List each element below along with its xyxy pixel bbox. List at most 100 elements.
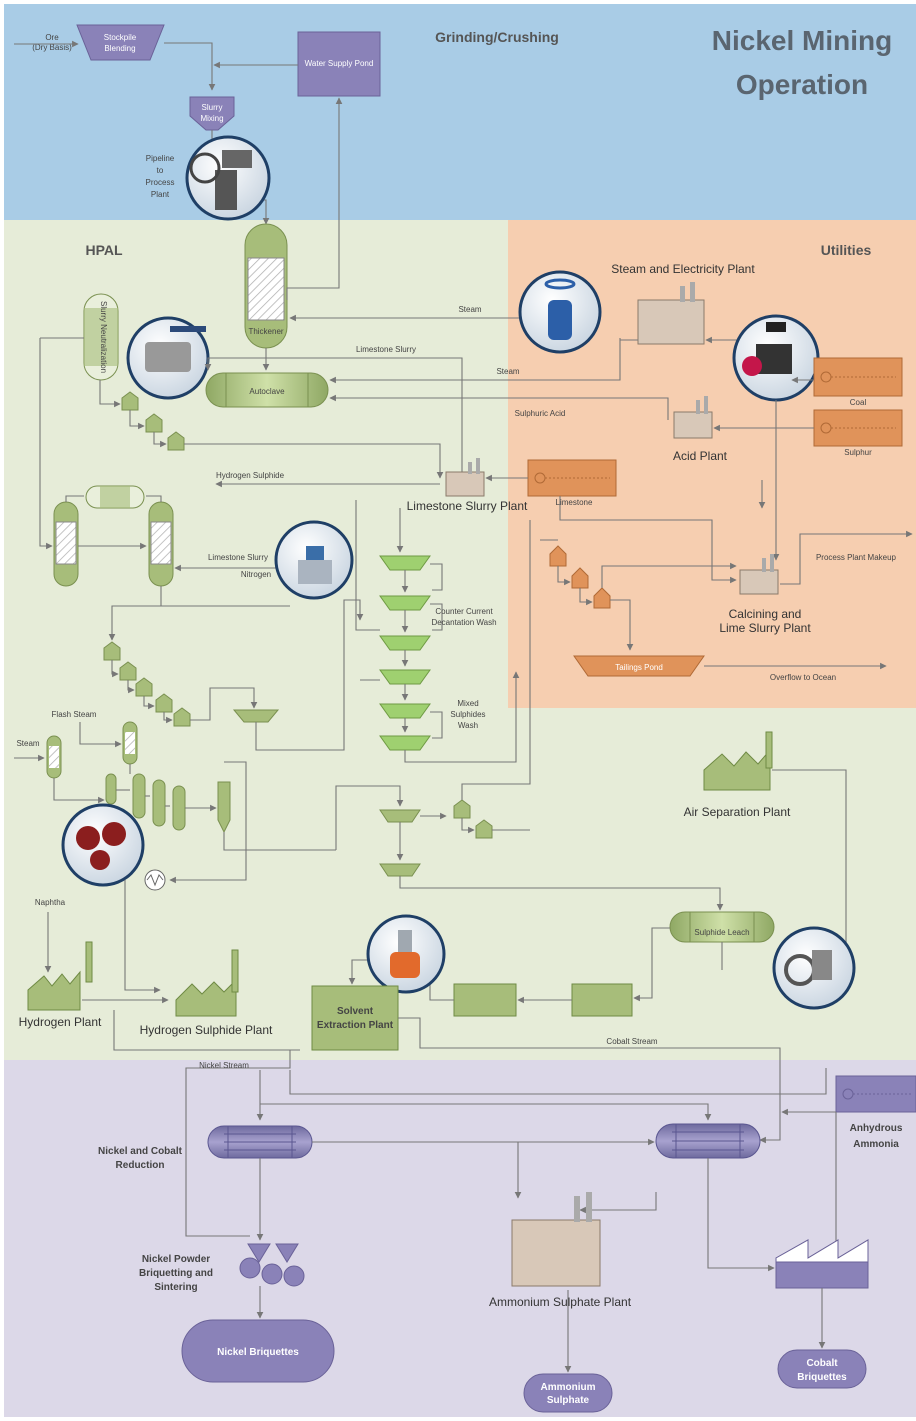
limestone-slurry-plant-icon <box>445 458 485 497</box>
precipitation-cascade <box>103 641 191 727</box>
svg-text:Tailings Pond: Tailings Pond <box>615 663 663 672</box>
section-hpal: HPAL <box>85 242 123 258</box>
svg-text:Nickel and Cobalt: Nickel and Cobalt <box>98 1146 183 1157</box>
svg-text:Flash Steam: Flash Steam <box>52 710 97 719</box>
neutralization-cascade <box>121 391 185 451</box>
solvent-extraction-plant <box>311 985 399 1051</box>
svg-text:Briquetting and: Briquetting and <box>139 1268 213 1279</box>
refining-zone <box>4 1060 916 1417</box>
svg-text:Hydrogen Plant: Hydrogen Plant <box>19 1015 102 1029</box>
section-grinding: Grinding/Crushing <box>435 29 559 45</box>
air-separation-plant-icon <box>703 731 773 791</box>
svg-text:Hydrogen Sulphide: Hydrogen Sulphide <box>216 471 285 480</box>
svg-text:to: to <box>157 166 164 175</box>
globe-valve-icon <box>518 270 602 354</box>
section-utilities: Utilities <box>821 242 872 258</box>
svg-text:Briquettes: Briquettes <box>797 1372 847 1383</box>
svg-text:Extraction Plant: Extraction Plant <box>317 1020 394 1031</box>
mixer-settlers <box>453 983 633 1017</box>
svg-text:Coal: Coal <box>850 398 867 407</box>
svg-text:Sintering: Sintering <box>154 1282 197 1293</box>
nickel-cobalt-reduction-exchanger <box>207 1125 313 1159</box>
svg-text:Counter Current: Counter Current <box>435 607 493 616</box>
svg-text:Cobalt Stream: Cobalt Stream <box>606 1037 657 1046</box>
svg-text:Steam: Steam <box>16 739 39 748</box>
ore-sub-label: (Dry Basis) <box>32 43 72 52</box>
svg-text:Solvent: Solvent <box>337 1006 374 1017</box>
svg-text:Sulphuric Acid: Sulphuric Acid <box>515 409 566 418</box>
ammonium-sulphate-product <box>523 1373 613 1413</box>
svg-text:Overflow to Ocean: Overflow to Ocean <box>770 673 836 682</box>
sulphide-leach-vessel: Sulphide Leach <box>669 911 775 943</box>
limestone-cascade <box>549 545 611 609</box>
ore-label: Ore <box>45 33 59 42</box>
svg-text:Calcining and: Calcining and <box>729 607 802 621</box>
svg-text:Ammonium Sulphate Plant: Ammonium Sulphate Plant <box>489 1295 632 1309</box>
reactor-pair <box>53 485 174 587</box>
sx-valve-icon <box>366 914 446 994</box>
tailings-pond <box>573 655 705 677</box>
svg-text:Ammonia: Ammonia <box>853 1139 899 1150</box>
slurry-neutralization-tank: Slurry Neutralization <box>83 293 119 381</box>
svg-text:Nickel Stream: Nickel Stream <box>199 1061 249 1070</box>
steam-electricity-label: Steam and Electricity Plant <box>611 262 755 276</box>
slurry-mixing-hopper <box>189 96 235 131</box>
cobalt-reduction-exchanger <box>655 1123 761 1159</box>
main-title-line2: Operation <box>736 69 868 100</box>
svg-text:Limestone Slurry: Limestone Slurry <box>208 553 268 562</box>
ammonium-sulphate-plant-icon <box>511 1192 601 1287</box>
svg-text:Sulphate: Sulphate <box>547 1395 590 1406</box>
steam-electricity-plant-icon <box>637 282 705 345</box>
hydrogen-plant-icon <box>27 941 93 1011</box>
svg-text:Mixed: Mixed <box>457 699 478 708</box>
svg-text:Nickel Powder: Nickel Powder <box>142 1254 210 1265</box>
svg-text:Naphtha: Naphtha <box>35 898 66 907</box>
anhydrous-ammonia-tank <box>835 1075 916 1113</box>
svg-text:Water Supply Pond: Water Supply Pond <box>305 59 374 68</box>
svg-text:Decantation Wash: Decantation Wash <box>431 618 496 627</box>
svg-text:Slurry: Slurry <box>202 103 223 112</box>
svg-text:Limestone: Limestone <box>556 498 593 507</box>
svg-text:Process: Process <box>146 178 175 187</box>
cobalt-briquettes <box>777 1349 867 1389</box>
svg-text:Sulphide Leach: Sulphide Leach <box>694 928 749 937</box>
water-supply-pond <box>297 31 381 97</box>
stockpile-blending <box>76 24 165 61</box>
svg-text:Steam: Steam <box>458 305 481 314</box>
svg-text:Slurry Neutralization: Slurry Neutralization <box>99 301 108 373</box>
svg-text:Plant: Plant <box>151 190 170 199</box>
small-thickener <box>232 709 280 723</box>
control-valve-icon <box>772 926 856 1010</box>
svg-text:Process Plant Makeup: Process Plant Makeup <box>816 553 897 562</box>
svg-text:Autoclave: Autoclave <box>249 387 285 396</box>
ball-valve-icon <box>126 316 210 400</box>
svg-text:Air Separation Plant: Air Separation Plant <box>684 805 791 819</box>
gate-valve-icon <box>185 135 271 221</box>
svg-text:Anhydrous: Anhydrous <box>850 1123 903 1134</box>
svg-text:Nickel Briquettes: Nickel Briquettes <box>217 1347 299 1358</box>
svg-text:Sulphides: Sulphides <box>450 710 485 719</box>
svg-text:Nitrogen: Nitrogen <box>241 570 271 579</box>
svg-text:Cobalt: Cobalt <box>806 1358 838 1369</box>
mixed-sulphide-thickeners <box>379 799 493 877</box>
svg-text:Mixing: Mixing <box>200 114 223 123</box>
svg-text:Limestone Slurry: Limestone Slurry <box>356 345 416 354</box>
autoclave: Autoclave <box>205 372 329 408</box>
cobalt-factory-icon <box>775 1239 869 1289</box>
svg-text:Ammonium: Ammonium <box>541 1382 596 1393</box>
svg-text:Reduction: Reduction <box>116 1160 165 1171</box>
heat-exchanger-icon <box>144 869 166 891</box>
svg-text:Hydrogen Sulphide Plant: Hydrogen Sulphide Plant <box>140 1023 273 1037</box>
svg-text:Lime Slurry Plant: Lime Slurry Plant <box>719 621 811 635</box>
acid-plant-icon <box>673 396 713 439</box>
svg-text:Thickener: Thickener <box>248 327 283 336</box>
svg-text:Wash: Wash <box>458 721 478 730</box>
svg-text:Blending: Blending <box>104 44 135 53</box>
calcining-plant-icon <box>739 554 779 595</box>
ccd-wash-thickeners <box>379 555 431 751</box>
svg-text:Acid Plant: Acid Plant <box>673 449 728 463</box>
diaphragm-valve-icon <box>732 314 820 402</box>
limestone-slurry-plant-label: Limestone Slurry Plant <box>407 499 528 513</box>
briquetting-icon <box>239 1243 305 1287</box>
